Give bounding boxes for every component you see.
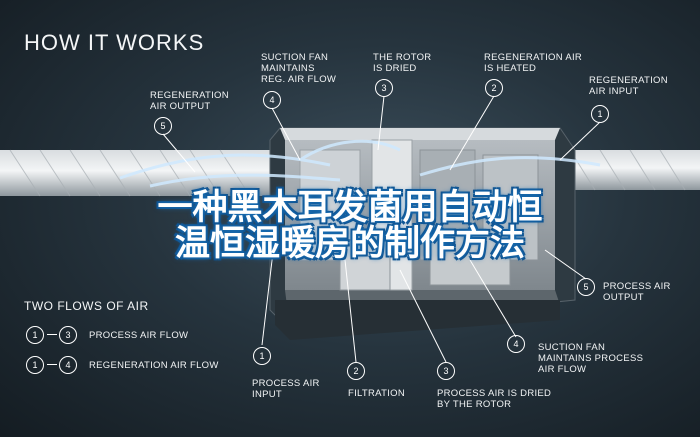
callout-4-top-badge: 4 [263,91,281,109]
callout-process-air-input-label: PROCESS AIR INPUT [252,378,320,400]
callout-3-bottom-badge: 3 [437,362,455,380]
callout-4-bottom-badge: 4 [507,335,525,353]
callout-regeneration-air-output-label: REGENERATION AIR OUTPUT [150,90,229,112]
legend-process-from-badge: 1 [26,326,44,344]
callout-2-bottom-badge: 2 [347,362,365,380]
legend-process-dash [47,334,57,335]
page-title: HOW IT WORKS [24,30,205,55]
callout-3-top-badge: 3 [375,79,393,97]
right-duct [555,149,700,191]
callout-process-air-dried-label: PROCESS AIR IS DRIED BY THE ROTOR [437,388,552,410]
legend-process-label: PROCESS AIR FLOW [89,330,189,341]
legend-row-regeneration: 1 4 REGENERATION AIR FLOW [26,356,246,374]
callout-1-bottom-badge: 1 [253,347,271,365]
callout-suction-fan-reg-label: SUCTION FAN MAINTAINS REG. AIR FLOW [261,52,337,85]
callout-process-air-output-label: PROCESS AIR OUTPUT [603,281,671,303]
leader-lines [162,95,601,363]
legend-regeneration-to-badge: 4 [59,356,77,374]
callout-regeneration-air-input-label: REGENERATION AIR INPUT [589,75,668,97]
callout-rotor-dried-label: THE ROTOR IS DRIED [373,52,432,74]
legend-regeneration-from-badge: 1 [26,356,44,374]
left-duct [0,149,285,197]
callout-1-top-badge: 1 [591,105,609,123]
callout-2-top-badge: 2 [485,79,503,97]
callout-regeneration-heated-label: REGENERATION AIR IS HEATED [484,52,583,74]
legend-regeneration-dash [47,364,57,365]
cabinet [269,127,576,340]
legend-process-to-badge: 3 [59,326,77,344]
legend-title: TWO FLOWS OF AIR [24,299,149,313]
legend-row-process: 1 3 PROCESS AIR FLOW [26,326,226,344]
overlay-title-line-2: 温恒湿暖房的制作方法 [174,224,525,264]
legend-regeneration-label: REGENERATION AIR FLOW [89,360,219,371]
callout-filtration-label: FILTRATION [348,388,406,399]
callout-5-bottom-badge: 5 [577,278,595,296]
callout-suction-fan-process-label: SUCTION FAN MAINTAINS PROCESS AIR FLOW [538,342,644,375]
airflow-streams [119,139,601,188]
callout-5-top-badge: 5 [154,117,172,135]
overlay-title-line-1: 一种黑木耳发菌用自动恒 [157,188,543,228]
